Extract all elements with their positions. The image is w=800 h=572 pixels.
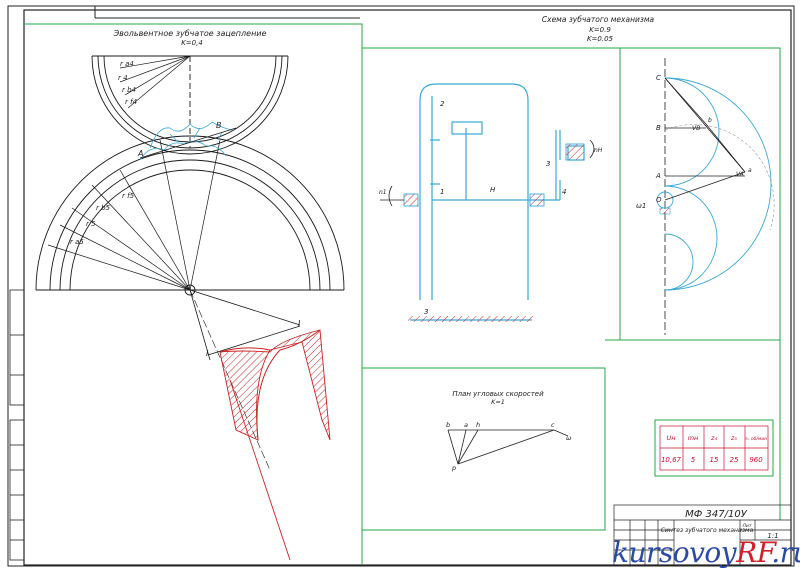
- scheme-label-4: 4: [562, 188, 566, 196]
- red-axis: [229, 379, 291, 561]
- td-3: 25: [730, 456, 739, 464]
- left-stamp: [9, 289, 25, 561]
- vt-label-a: a: [748, 167, 752, 174]
- scheme-label-3a: 3: [546, 160, 550, 168]
- watermark-part2: RF: [736, 536, 772, 569]
- label-r-b5: r b5: [96, 204, 111, 212]
- label-r-4: r 4: [118, 74, 128, 82]
- vt-label-O: O: [656, 196, 662, 204]
- label-r-5: r 5: [86, 220, 96, 228]
- scheme-label-2: 2: [440, 100, 445, 108]
- th-3: z₅: [730, 434, 737, 442]
- td-4: 960: [749, 456, 763, 464]
- mechanism-scale-2: K=0.05: [587, 35, 614, 43]
- doc-code: МФ 347/10У: [685, 509, 748, 520]
- label-n-in: n1: [379, 189, 387, 196]
- watermark-logo: kursovoyRF.ru: [612, 536, 800, 569]
- params-table: Uн mн z₄ z₅ nₙ об/мин 10,67 5 15 25 960: [654, 419, 774, 477]
- label-B: B: [216, 121, 222, 130]
- velocity-plan-title: План угловых скоростей: [452, 390, 544, 398]
- vt-label-Vb: VB: [692, 125, 700, 132]
- label-n-out: nH: [594, 147, 603, 154]
- label-r-a5: r a5: [70, 238, 84, 246]
- vt-label-B: B: [656, 124, 661, 132]
- label-r-f5: r f5: [122, 192, 135, 200]
- vp-label-p: p: [451, 464, 456, 472]
- sheet-letter: Лит: [742, 523, 752, 529]
- scheme-label-H: H: [490, 186, 496, 194]
- velocity-plan-scale: K=1: [491, 398, 505, 406]
- small-gear: [91, 55, 289, 155]
- velocity-triangle-panel: C B A O VB VA b a ω1: [636, 58, 775, 335]
- th-4: nₙ об/мин: [745, 436, 767, 442]
- scale-value: 1:1: [767, 532, 778, 540]
- rack-outline: [189, 289, 301, 361]
- gear-mesh-scale: K=0,4: [181, 39, 203, 47]
- bearings: [403, 143, 585, 207]
- line-of-action: [139, 127, 237, 159]
- label-r-f4: r f4: [125, 98, 137, 106]
- mechanism-scale-1: K=0.9: [589, 26, 611, 34]
- vt-label-A: A: [655, 172, 661, 180]
- vt-label-C: C: [656, 74, 661, 82]
- vt-label-w: ω1: [636, 202, 646, 210]
- gear-mesh-title: Эвольвентное зубчатое зацепление: [113, 29, 267, 38]
- large-gear-radii: [47, 139, 221, 291]
- td-1: 5: [691, 456, 696, 464]
- small-gear-radii: [119, 55, 191, 109]
- velocity-plan-panel: План угловых скоростей K=1 b a h c p ω: [446, 390, 572, 472]
- vt-label-Va: VA: [736, 171, 744, 178]
- vp-label-b: b: [446, 421, 450, 429]
- tooth-hatch: [219, 329, 331, 441]
- inner-frame: [23, 9, 792, 566]
- gear-mesh-panel: Эвольвентное зубчатое зацепление K=0,4 r…: [35, 29, 345, 561]
- output-arrow: [589, 139, 595, 159]
- panel-frames: [24, 23, 781, 565]
- cut-label-left: I: [206, 349, 209, 358]
- cut-label-right: I: [298, 319, 301, 328]
- td-2: 15: [710, 456, 719, 464]
- watermark-part1: kursovoy: [612, 536, 737, 569]
- label-r-b4: r b4: [122, 86, 136, 94]
- th-1: mн: [688, 434, 699, 442]
- title-name-1: Синтез зубчатого механизма: [661, 527, 754, 534]
- scheme-label-1: 1: [440, 188, 444, 196]
- vp-label-a: a: [464, 421, 468, 429]
- watermark-part3: .ru: [771, 536, 800, 569]
- input-arrow: [388, 185, 393, 207]
- vp-label-h: h: [476, 421, 480, 429]
- scheme-label-3b: 3: [424, 308, 428, 316]
- mechanism-scheme-panel: Схема зубчатого механизма K=0.9 K=0.05 2…: [379, 15, 654, 322]
- vp-label-w: ω: [566, 434, 572, 442]
- vp-label-c: c: [551, 421, 555, 429]
- th-0: Uн: [666, 434, 675, 442]
- mechanism-body: [419, 83, 585, 300]
- td-0: 10,67: [661, 456, 682, 464]
- vt-label-b: b: [708, 117, 712, 124]
- title-block: [613, 504, 792, 566]
- outer-frame: [7, 5, 795, 567]
- th-2: z₄: [710, 434, 717, 442]
- mechanism-title: Схема зубчатого механизма: [542, 15, 655, 24]
- label-r-a4: r a4: [120, 60, 134, 68]
- label-A: A: [137, 149, 143, 158]
